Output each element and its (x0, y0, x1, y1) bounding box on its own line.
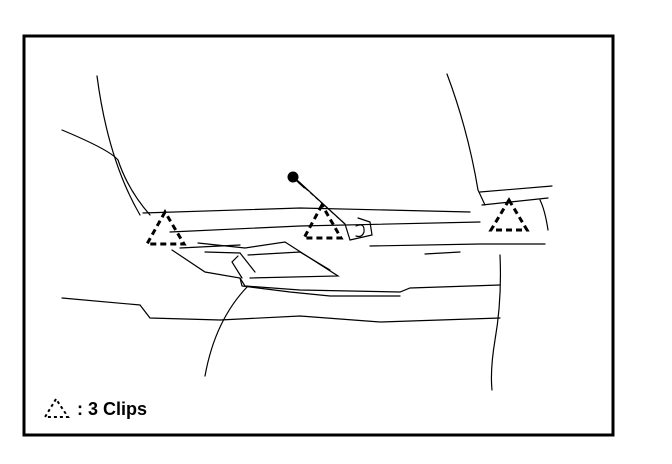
clip-marker-center (301, 201, 344, 240)
legend-label: : 3 Clips (77, 399, 148, 419)
clip-marker-right (488, 197, 530, 232)
vehicle-panel-drawing (61, 73, 553, 391)
dashed-triangle-clip-icon (43, 397, 70, 418)
diagram-frame (22, 34, 615, 437)
clip-marker-left (144, 209, 187, 246)
screw-icon (287, 171, 346, 225)
